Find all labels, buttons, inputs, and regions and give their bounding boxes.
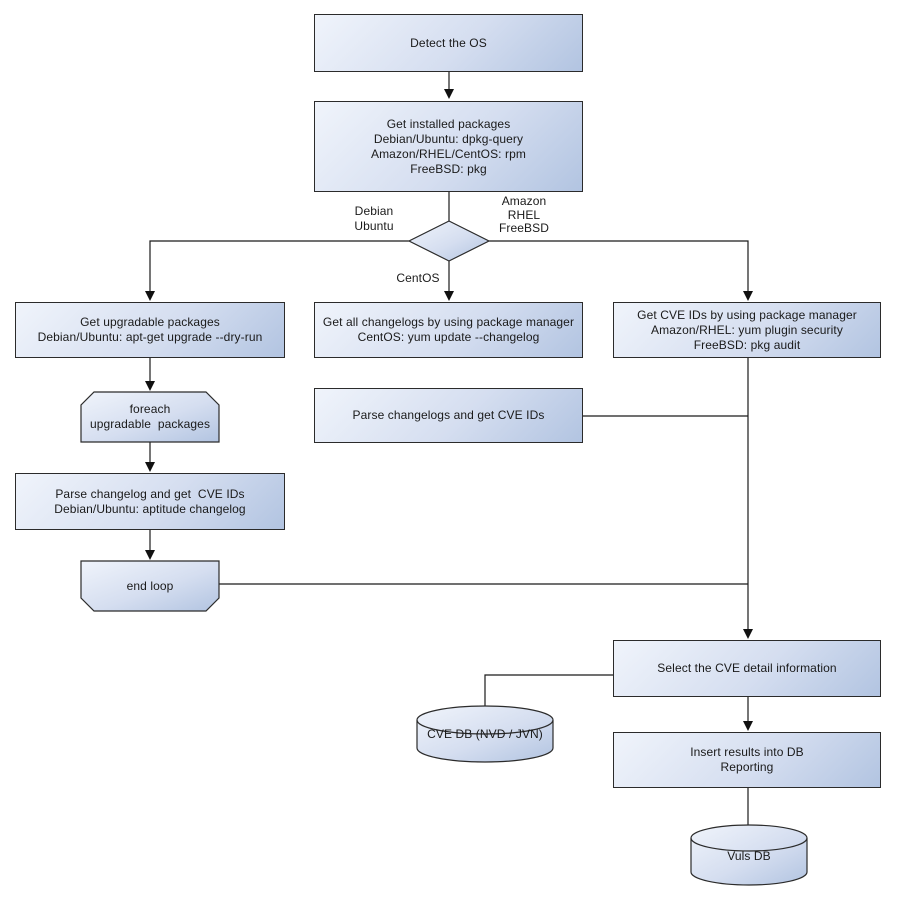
node-cve-db: CVE DB (NVD / JVN) [417,712,553,756]
node-insert-results: Insert results into DB Reporting [613,732,881,788]
node-get-cve-ids: Get CVE IDs by using package manager Ama… [613,302,881,358]
arrowhead [743,629,753,639]
arrowheads [145,89,753,731]
arrowhead [444,291,454,301]
arrowhead [145,462,155,472]
node-label: Select the CVE detail information [657,661,837,675]
edge-label-debian-ubuntu: Debian Ubuntu [354,204,394,233]
edge-label-amazon-rhel-freebsd: Amazon RHEL FreeBSD [498,194,550,235]
node-get-installed-packages: Get installed packages Debian/Ubuntu: dp… [314,101,583,192]
node-label: Vuls DB [727,848,771,863]
arrowhead [743,721,753,731]
node-label: CVE DB (NVD / JVN) [427,726,543,741]
node-label: Get all changelogs by using package mana… [322,315,575,344]
vuls-db-cylinder [690,824,808,886]
vuls-db-cylinder-rim [690,837,808,852]
connector-lines [149,72,749,826]
node-parse-changelogs: Parse changelogs and get CVE IDs [314,388,583,443]
cve-db-cylinder-rim [416,719,554,735]
node-label: foreach upgradable packages [89,402,211,431]
node-label: Get CVE IDs by using package manager Ama… [637,307,857,352]
arrowhead [743,291,753,301]
node-label: end loop [126,578,174,593]
edge-decision-to-getcve [489,240,749,292]
node-parse-changelog: Parse changelog and get CVE IDs Debian/U… [15,473,285,530]
node-detect-os: Detect the OS [314,14,583,72]
node-label: Get installed packages Debian/Ubuntu: dp… [370,116,527,176]
arrowhead [145,381,155,391]
edge-cvedb-to-select [484,674,613,707]
end-loop-shape [80,560,220,612]
node-get-all-changelogs: Get all changelogs by using package mana… [314,302,583,358]
edge-label-centos: CentOS [396,271,440,285]
node-foreach-loop: foreach upgradable packages [81,392,219,442]
node-label: Parse changelog and get CVE IDs Debian/U… [54,486,246,516]
node-select-cve-detail: Select the CVE detail information [613,640,881,697]
foreach-loop-shape [80,391,220,443]
node-get-upgradable-packages: Get upgradable packages Debian/Ubuntu: a… [15,302,285,358]
decision-diamond [407,220,491,262]
arrowhead [444,89,454,99]
node-label: Insert results into DB Reporting [690,745,804,774]
node-label: Detect the OS [410,35,487,50]
node-label: Parse changelogs and get CVE IDs [352,408,545,422]
edge-decision-to-upgradable [149,240,409,292]
node-vuls-db: Vuls DB [691,834,807,878]
node-end-loop: end loop [81,561,219,611]
node-label: Get upgradable packages Debian/Ubuntu: a… [37,315,263,344]
arrowhead [145,550,155,560]
arrowhead [145,291,155,301]
